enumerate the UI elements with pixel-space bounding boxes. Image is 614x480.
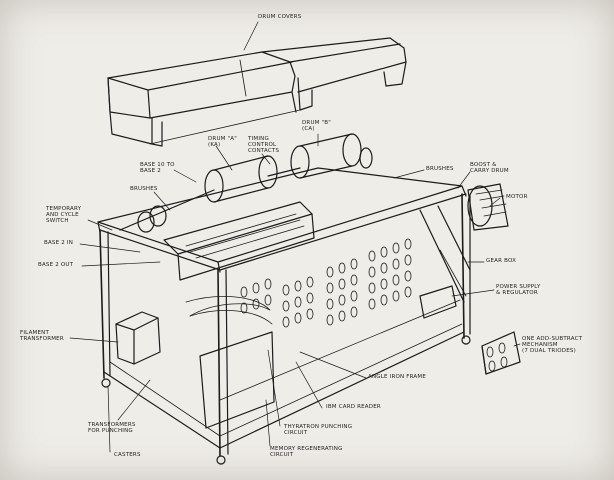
brushes-left-label: BRUSHES <box>130 186 158 192</box>
gear-box-label: GEAR BOX <box>486 258 517 264</box>
casters-label: CASTERS <box>114 452 141 458</box>
vacuum-tube-array <box>240 238 508 372</box>
brushes-right-label: BRUSHES <box>426 166 454 172</box>
base-2-out-label: BASE 2 OUT <box>38 262 74 268</box>
drum-b-label: DRUM "B"(CA) <box>302 120 332 132</box>
drum-covers-drawing <box>107 37 407 147</box>
drum-covers-label: DRUM COVERS <box>258 14 302 20</box>
base-2-in-label: BASE 2 IN <box>44 240 74 246</box>
drums-drawing <box>119 133 509 233</box>
angle-iron-frame-label: ANGLE IRON FRAME <box>368 374 427 380</box>
boost-carry-drum-label: BOOST &CARRY DRUM <box>470 162 509 174</box>
frame-drawing <box>97 167 471 465</box>
drum-ka-label: DRUM "A"(KA) <box>208 136 237 148</box>
internals-drawing <box>115 201 521 429</box>
leader-lines <box>69 21 521 453</box>
ibm-card-reader-label: IBM CARD READER <box>326 404 381 410</box>
power-supply-label: POWER SUPPLY& REGULATOR <box>496 284 541 296</box>
motor-label: MOTOR <box>506 194 528 200</box>
